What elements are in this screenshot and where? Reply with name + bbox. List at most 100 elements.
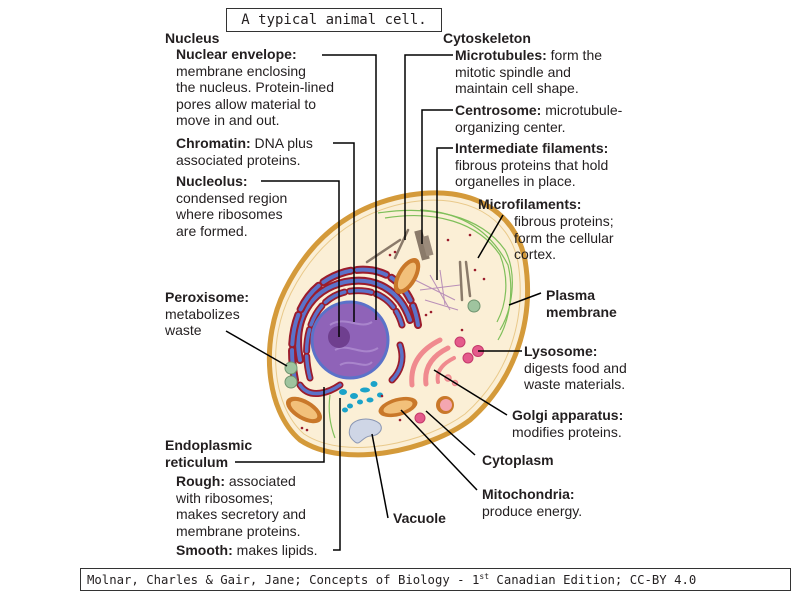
label-intermediate-filaments: Intermediate filaments: fibrous proteins… (455, 140, 608, 190)
intermediate-filaments-desc-1: fibrous proteins that hold (455, 156, 609, 173)
centrosome (414, 229, 434, 261)
credit-superscript: st (479, 572, 490, 581)
leader-mitochondria (400, 409, 478, 491)
intermediate-filaments-term: Intermediate filaments: (455, 140, 609, 156)
microtubules-desc-1: mitotic spindle and (455, 63, 571, 80)
label-microfilaments: Microfilaments: (478, 196, 581, 213)
lysosome-term: Lysosome: (524, 343, 598, 359)
secretory-vesicle (436, 396, 454, 414)
nucleolus-term: Nucleolus: (176, 173, 248, 189)
nucleolus-desc-3: are formed. (176, 222, 248, 239)
lysosomes (414, 336, 484, 424)
microfilaments-desc-3: cortex. (514, 246, 557, 262)
nuclear-envelope-desc-2: the nucleus. Protein-lined (176, 79, 334, 95)
attribution-credit: Molnar, Charles & Gair, Jane; Concepts o… (80, 568, 791, 591)
label-er: Endoplasmic reticulum (165, 437, 252, 470)
peroxisomes (284, 299, 481, 389)
leader-plasma-membrane (508, 292, 542, 306)
mitochondria-desc-1: produce energy. (482, 502, 583, 519)
free-ribosomes (300, 233, 486, 432)
nucleolus-desc-1: condensed region (176, 189, 288, 206)
er-heading-2: reticulum (165, 453, 229, 470)
leader-microtubules (404, 54, 453, 240)
rough-er-desc-2: makes secretory and (176, 506, 306, 522)
label-nucleolus: Nucleolus: condensed region where riboso… (176, 173, 287, 239)
chromatin-inline: DNA plus (250, 135, 313, 151)
label-peroxisome: Peroxisome: metabolizes waste (165, 289, 249, 339)
leader-cytoplasm (425, 410, 476, 456)
label-mitochondria: Mitochondria: produce energy. (482, 486, 582, 519)
rough-er-inline: associated (224, 473, 296, 489)
leader-intermediate-filaments (436, 147, 453, 280)
plasma-membrane-term-2: membrane (546, 303, 617, 320)
microfilaments-desc-1: fibrous proteins; (514, 213, 614, 229)
label-golgi: Golgi apparatus: modifies proteins. (512, 407, 623, 440)
microfilaments-desc-2: form the cellular (514, 229, 614, 246)
label-chromatin: Chromatin: DNA plus associated proteins. (176, 135, 313, 168)
microtubules-term: Microtubules: (455, 47, 547, 63)
nuclear-envelope-term: Nuclear envelope: (176, 46, 297, 62)
mitochondria (285, 257, 421, 424)
figure-title: A typical animal cell. (226, 8, 442, 32)
leader-lines (225, 54, 542, 551)
leader-peroxisome (225, 330, 288, 367)
rough-er-desc-3: membrane proteins. (176, 522, 301, 539)
chromatin-term: Chromatin: (176, 135, 251, 151)
chromatin-desc-1: associated proteins. (176, 151, 301, 168)
microfilaments-term: Microfilaments: (478, 196, 582, 212)
vacuole (348, 418, 382, 444)
leader-vacuole (371, 433, 389, 519)
leader-rough-er (235, 387, 325, 463)
golgi-term: Golgi apparatus: (512, 407, 624, 423)
nuclear-envelope (310, 300, 390, 380)
label-centrosome: Centrosome: microtubule- organizing cent… (455, 102, 622, 135)
intermediate-filaments (414, 269, 461, 311)
label-nuclear-envelope: Nuclear envelope: membrane enclosing the… (176, 46, 334, 129)
microtubules-desc-2: maintain cell shape. (455, 80, 579, 96)
peroxisome-term: Peroxisome: (165, 289, 250, 305)
cytoskeleton-heading: Cytoskeleton (443, 30, 531, 46)
peroxisome-desc-2: waste (165, 322, 202, 338)
er-heading-1: Endoplasmic (165, 437, 253, 453)
microtubules-inline: form the (546, 47, 603, 63)
label-microfilaments-desc: fibrous proteins; form the cellular cort… (514, 213, 614, 263)
leader-centrosome (421, 109, 453, 244)
mitochondria-term: Mitochondria: (482, 486, 575, 502)
label-rough-er: Rough: associated with ribosomes; makes … (176, 473, 306, 539)
golgi-apparatus (409, 337, 459, 388)
golgi-desc-1: modifies proteins. (512, 423, 622, 440)
centrosome-desc-1: organizing center. (455, 118, 566, 135)
label-microtubules: Microtubules: form the mitotic spindle a… (455, 47, 602, 97)
nucleus-heading: Nucleus (165, 30, 220, 46)
nuclear-envelope-desc-3: pores allow material to (176, 95, 317, 112)
intermediate-filaments-desc-2: organelles in place. (455, 173, 576, 189)
plasma-membrane-inner (275, 199, 521, 448)
plasma-membrane-term-1: Plasma (546, 287, 596, 303)
leader-smooth-er (333, 398, 341, 551)
centrosome-inline: microtubule- (541, 102, 623, 118)
leader-nucleolus (261, 180, 340, 337)
label-plasma-membrane: Plasma membrane (546, 287, 617, 320)
peroxisome-desc-1: metabolizes (165, 305, 240, 322)
label-smooth-er: Smooth: makes lipids. (176, 542, 318, 559)
leader-golgi (433, 369, 508, 416)
label-cytoplasm: Cytoplasm (482, 452, 554, 469)
nucleolus-desc-2: where ribosomes (176, 206, 283, 222)
cytoplasm-term: Cytoplasm (482, 452, 554, 468)
microtubules (365, 228, 472, 302)
centrosome-term: Centrosome: (455, 102, 542, 118)
smooth-er-inline: makes lipids. (232, 542, 318, 558)
rough-er-term: Rough: (176, 473, 225, 489)
rough-er-desc-1: with ribosomes; (176, 489, 274, 506)
label-vacuole: Vacuole (393, 510, 446, 527)
vacuole-term: Vacuole (393, 510, 446, 526)
label-lysosome: Lysosome: digests food and waste materia… (524, 343, 627, 393)
smooth-er-term: Smooth: (176, 542, 233, 558)
leader-microfilaments (477, 214, 504, 259)
leader-chromatin (333, 142, 355, 322)
credit-text-2: Canadian Edition; CC-BY 4.0 (489, 573, 697, 587)
leader-nuclear-envelope (322, 54, 377, 320)
credit-text-1: Molnar, Charles & Gair, Jane; Concepts o… (87, 573, 480, 587)
lysosome-desc-2: waste materials. (524, 376, 626, 392)
